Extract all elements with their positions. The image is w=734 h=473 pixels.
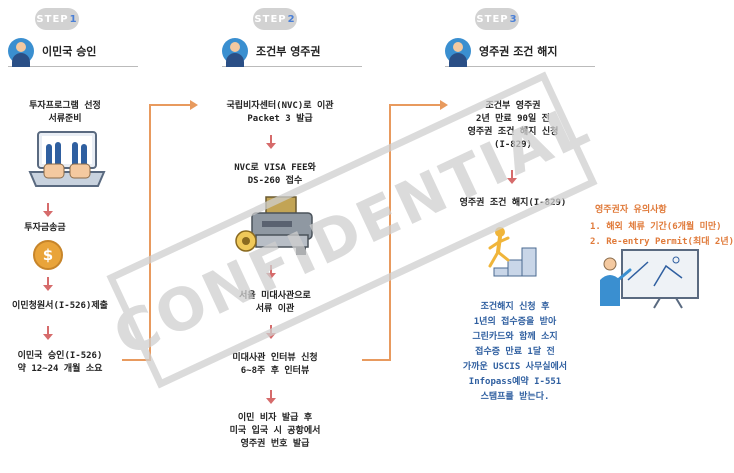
flow-arrow-down [266,325,276,339]
connector-step1-to-step2 [122,100,198,361]
tips-title: 영주권자 유의사항 [595,205,667,215]
laptop-typing-icon [28,131,106,187]
step-3-title: 영주권 조건 해지 [479,45,558,58]
step-2-title: 조건부 영주권 [256,45,321,58]
climbing-stairs-icon [488,227,537,277]
dollar-coin-icon: $ [33,240,63,270]
flow-arrow-down [507,170,517,184]
flow-arrow-down [266,265,276,279]
col2-node-seoul-embassy: 서울 미대사관으로 서류 이관 [239,291,311,314]
col3-node-condition-removal-apply: 조건부 영주권 2년 만료 90일 전 영주권 조건 해지 신청 (I-829) [467,101,559,150]
col2-node-visa-issued: 이민 비자 발급 후 미국 입국 시 공항에서 영주권 번호 발급 [229,413,321,449]
col3-condition-removal-note: 조건해지 신청 후 1년의 접수증을 받아 그린카드와 함께 소지 접수증 만료… [462,302,568,402]
col1-node-investment-transfer: 투자금송금 [24,223,66,233]
step-badge-label: STEP [476,13,509,25]
step-badge-number: 3 [509,13,518,25]
teacher-whiteboard-icon [600,249,699,309]
tips-item-1: 1. 해외 체류 기간(6개월 미만) [590,222,722,232]
flow-arrow-down [266,390,276,404]
col1-node-i526-filing: 이민청원서(I-526)제출 [12,301,108,311]
step-badge-number: 1 [69,13,78,25]
step-badge-label: STEP [254,13,287,25]
col2-node-nvc-transfer: 국립비자센터(NVC)로 이관 Packet 3 발급 [226,101,334,124]
printer-machine-icon [235,196,313,255]
step-3-header: 영주권 조건 해지 [445,36,595,67]
step-badge-label: STEP [36,13,69,25]
step-1-header: 이민국 승인 [8,36,138,67]
flow-arrow-down [43,326,53,340]
person-avatar-icon [222,38,248,67]
step-1-title: 이민국 승인 [42,45,97,58]
step-badge-number: 2 [287,13,296,25]
step-2-header: 조건부 영주권 [222,36,362,67]
connector-step2-to-step3 [362,100,448,361]
flow-arrow-down [43,203,53,217]
tips-item-2: 2. Re-entry Permit(최대 2년) [590,237,734,247]
person-avatar-icon [445,38,471,67]
flow-arrow-down [43,277,53,291]
col3-node-condition-removal: 영주권 조건 해지(I-829) [459,198,567,208]
flow-arrow-down [266,135,276,149]
coin-symbol: $ [42,246,54,264]
col1-node-i526-approval: 이민국 승인(I-526) 약 12~24 개월 소요 [17,351,103,374]
col2-node-interview: 미대사관 인터뷰 신청 6~8주 후 인터뷰 [232,353,318,376]
person-avatar-icon [8,38,34,67]
col2-node-visa-fee: NVC로 VISA FEE와 DS-260 접수 [234,163,316,186]
col1-node-investment-program: 투자프로그램 선정 서류준비 [29,101,101,124]
